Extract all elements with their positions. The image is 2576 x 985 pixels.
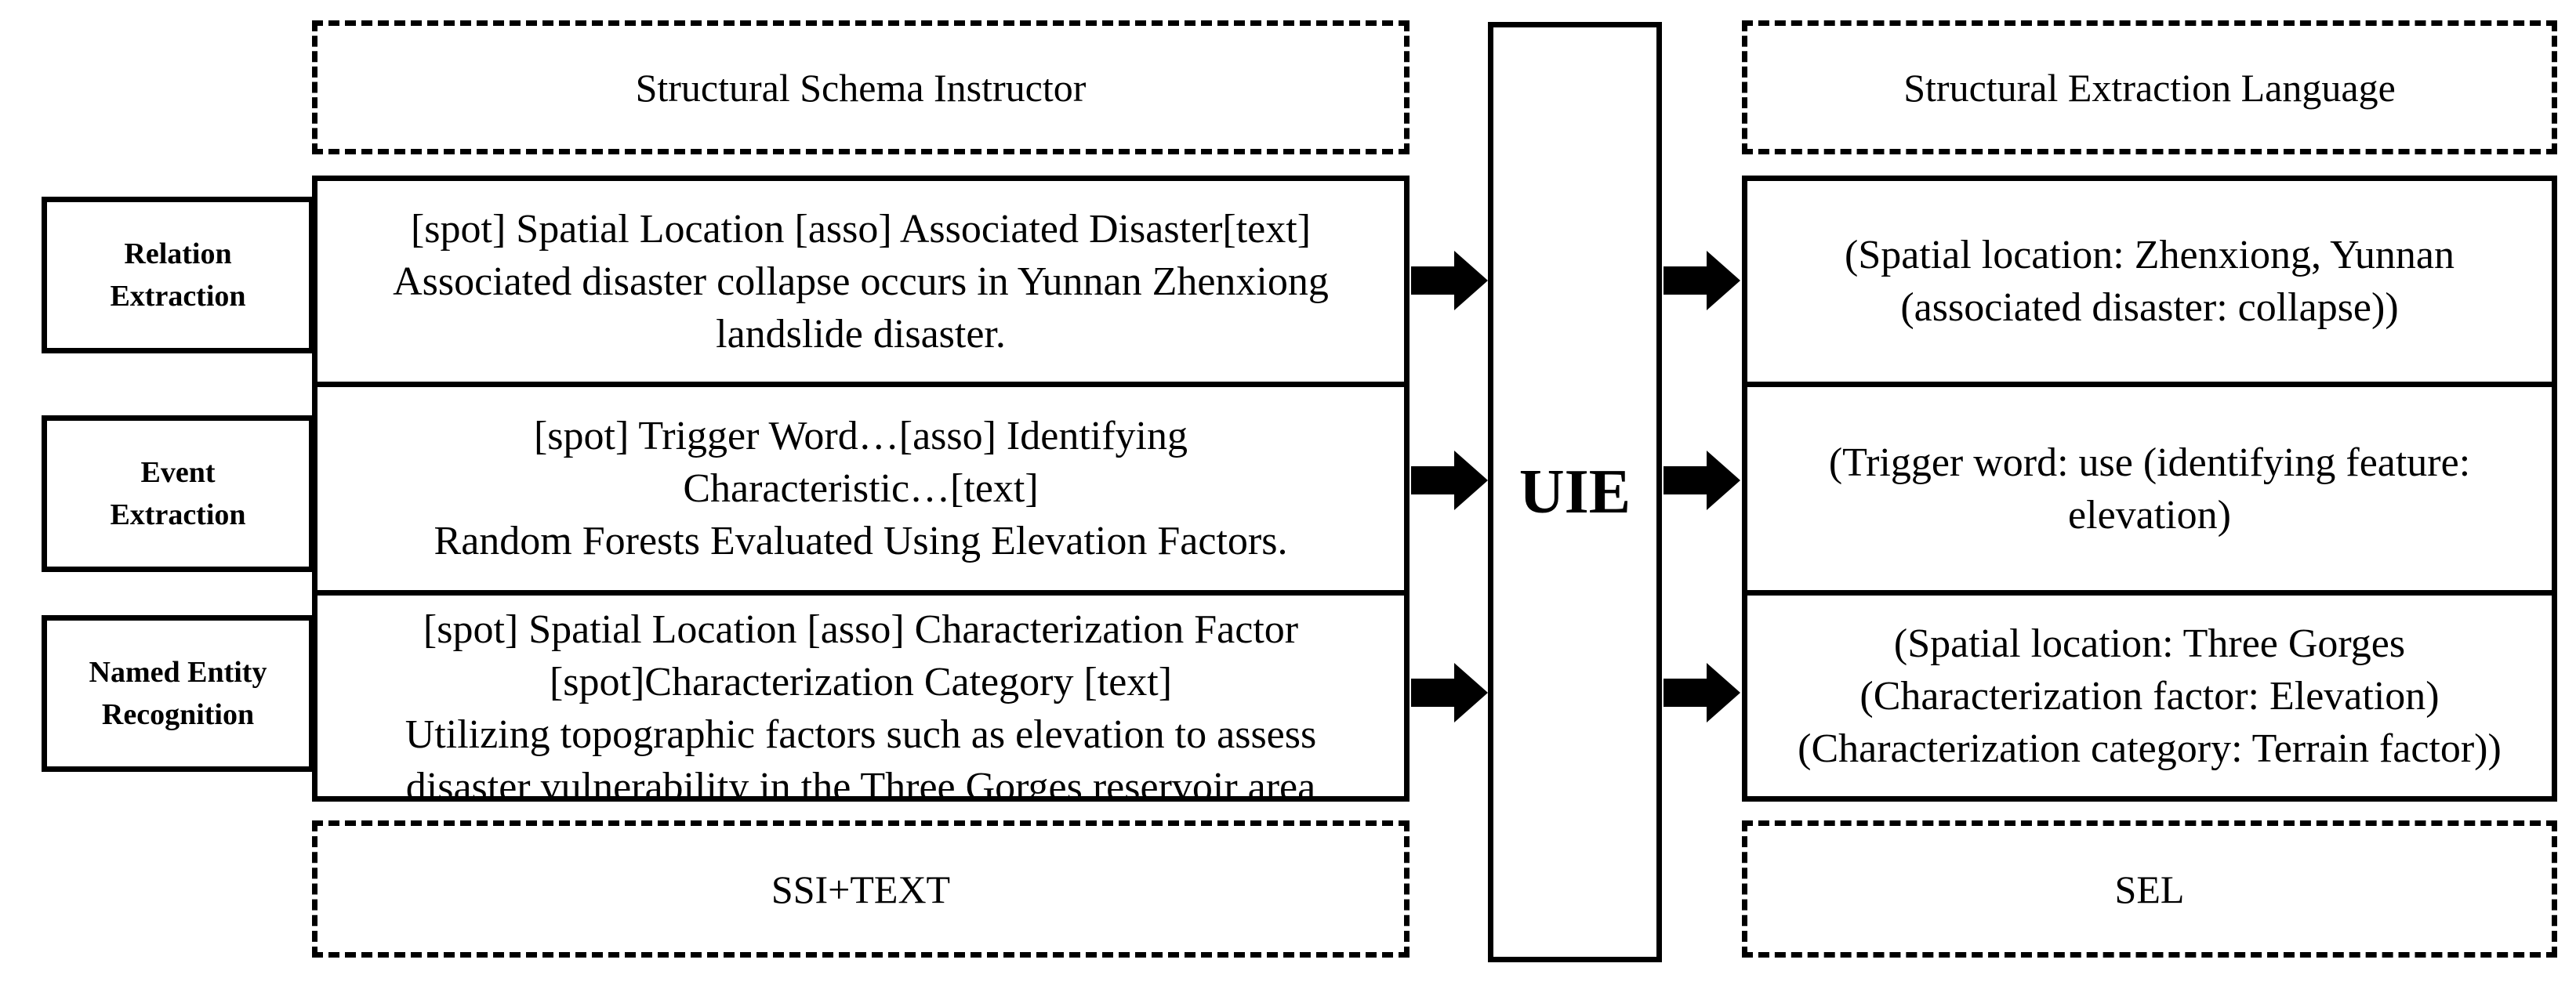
arrow-input-to-uie-ner [1411, 663, 1488, 722]
input-line: landslide disaster. [716, 311, 1006, 357]
uie-label: UIE [1518, 457, 1631, 527]
output-box-named-entity-recognition: (Spatial location: Three Gorges (Charact… [1742, 590, 2557, 802]
task-label-named-entity-recognition: Named Entity Recognition [42, 615, 314, 772]
arrow-input-to-uie-event [1411, 451, 1488, 510]
output-line: (Spatial location: Zhenxiong, Yunnan [1845, 233, 2454, 277]
output-line: (associated disaster: collapse)) [1900, 285, 2399, 330]
input-box-event-extraction: [spot] Trigger Word…[asso] Identifying C… [312, 382, 1410, 596]
arrow-uie-to-output-ner [1664, 663, 1740, 722]
ssi-header-box: Structural Schema Instructor [312, 20, 1410, 154]
sel-footer-label: SEL [2114, 867, 2185, 911]
input-line: Utilizing topographic factors such as el… [405, 712, 1317, 757]
input-line: disaster vulnerability in the Three Gorg… [405, 765, 1316, 802]
sel-header-title: Structural Extraction Language [1903, 65, 2396, 110]
input-box-relation-extraction: [spot] Spatial Location [asso] Associate… [312, 176, 1410, 387]
sel-footer-box: SEL [1742, 820, 2557, 958]
ssi-header-title: Structural Schema Instructor [635, 65, 1087, 110]
output-line: (Characterization factor: Elevation) [1859, 673, 2440, 719]
output-line: (Characterization category: Terrain fact… [1798, 726, 2502, 771]
uie-model-box: UIE [1488, 22, 1662, 962]
arrow-uie-to-output-relation [1664, 251, 1740, 310]
output-line: (Spatial location: Three Gorges [1893, 621, 2406, 666]
arrow-uie-to-output-event [1664, 451, 1740, 510]
ssi-text-footer-box: SSI+TEXT [312, 820, 1410, 958]
input-line: [spot]Characterization Category [text] [549, 660, 1173, 704]
task-label-relation-extraction: Relation Extraction [42, 197, 314, 353]
input-line: [spot] Spatial Location [asso] Associate… [410, 206, 1312, 252]
task-label-event-extraction: Event Extraction [42, 415, 314, 572]
output-line: elevation) [2068, 492, 2231, 538]
arrow-input-to-uie-relation [1411, 251, 1488, 310]
input-box-named-entity-recognition: [spot] Spatial Location [asso] Character… [312, 590, 1410, 802]
input-line: [spot] Trigger Word…[asso] Identifying [533, 414, 1188, 458]
input-line: Characteristic…[text] [683, 466, 1039, 511]
input-line: Random Forests Evaluated Using Elevation… [434, 519, 1288, 563]
output-line: (Trigger word: use (identifying feature: [1828, 440, 2471, 485]
input-line: [spot] Spatial Location [asso] Character… [423, 607, 1299, 652]
ssi-text-footer-label: SSI+TEXT [771, 867, 951, 911]
input-line: Associated disaster collapse occurs in Y… [393, 259, 1329, 304]
sel-header-box: Structural Extraction Language [1742, 20, 2557, 154]
